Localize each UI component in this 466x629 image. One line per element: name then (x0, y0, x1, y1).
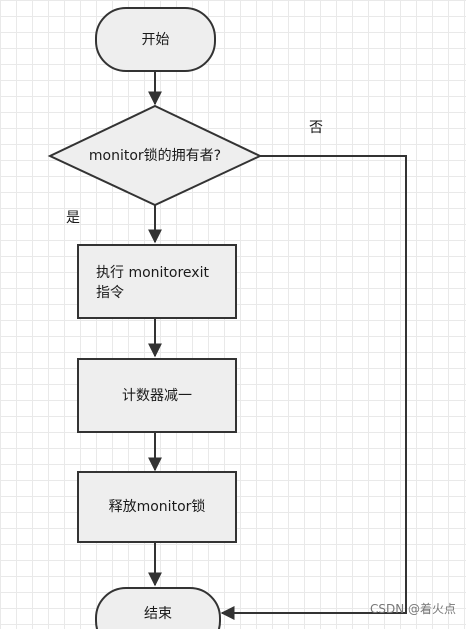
step-release-node (77, 471, 237, 543)
decision-node (47, 104, 263, 207)
decision-node-label: monitor锁的拥有者? (89, 148, 221, 164)
step-monitorexit-label-line1: 执行 monitorexit (96, 265, 209, 281)
end-node-label: 结束 (144, 606, 172, 622)
edge-label-no: 否 (309, 120, 323, 136)
step-monitorexit-node (77, 244, 237, 319)
step-decrement-node (77, 358, 237, 433)
edge-decision-no-to-end (220, 155, 407, 620)
start-node-label: 开始 (142, 32, 170, 48)
end-node (95, 587, 221, 629)
watermark: CSDN @着火点 (369, 602, 456, 616)
step-monitorexit-label-line2: 指令 (96, 285, 124, 301)
edge-label-yes: 是 (66, 210, 80, 226)
step-release-label: 释放monitor锁 (109, 499, 206, 515)
step-decrement-label: 计数器减一 (122, 388, 192, 404)
start-node (95, 7, 216, 72)
